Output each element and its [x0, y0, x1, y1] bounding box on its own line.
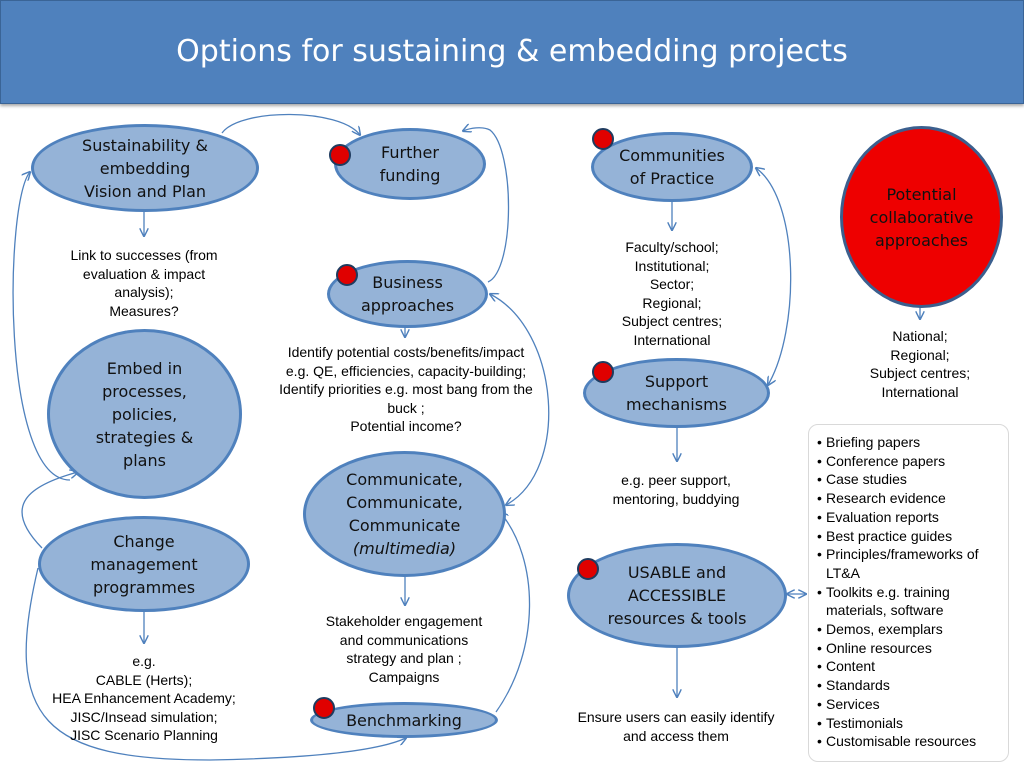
note-peer-support: e.g. peer support, mentoring, buddying: [612, 472, 740, 507]
resource-item: Toolkits e.g. training materials, softwa…: [817, 583, 1008, 620]
node-support-mechanisms[interactable]: Support mechanisms: [583, 358, 770, 428]
resource-item: Principles/frameworks of LT&A: [817, 545, 1008, 582]
marker-dot-support: [592, 361, 614, 383]
communicate-text: Communicate, Communicate, Communicate (mu…: [346, 468, 463, 560]
resource-item: Online resources: [817, 639, 1008, 658]
resource-item: Content: [817, 657, 1008, 676]
node-sustainability-vision[interactable]: Sustainability & embedding Vision and Pl…: [31, 124, 259, 212]
node-embed-processes[interactable]: Embed in processes, policies, strategies…: [47, 329, 242, 499]
resource-item: Research evidence: [817, 489, 1008, 508]
node-further-funding[interactable]: Further funding: [334, 128, 486, 200]
marker-dot-benchmarking: [313, 697, 335, 719]
arrow-sustain-to-funding: [221, 113, 360, 135]
marker-dot-business: [336, 264, 358, 286]
node-communicate[interactable]: Communicate, Communicate, Communicate (mu…: [303, 451, 506, 577]
note-collab-levels: National; Regional; Subject centres; Int…: [869, 328, 971, 400]
title-banner: [0, 0, 1024, 104]
resource-item: Conference papers: [817, 452, 1008, 471]
resource-item: Case studies: [817, 470, 1008, 489]
resource-item: Standards: [817, 676, 1008, 695]
resource-item: Best practice guides: [817, 527, 1008, 546]
node-change-management[interactable]: Change management programmes: [38, 516, 250, 612]
resource-item: Briefing papers: [817, 433, 1008, 452]
node-communities-of-practice[interactable]: Communities of Practice: [591, 132, 753, 202]
resources-list-box: Briefing papers Conference papers Case s…: [808, 424, 1009, 762]
resource-item: Services: [817, 695, 1008, 714]
note-link-successes: Link to successes (from evaluation & imp…: [70, 247, 218, 319]
arrow-change-to-embed: [21, 472, 78, 549]
arrow-benchmarking-to-communicate: [495, 512, 531, 713]
communicate-label: Communicate, Communicate, Communicate: [346, 470, 463, 535]
marker-dot-communities: [592, 128, 614, 150]
node-benchmarking[interactable]: Benchmarking: [310, 702, 498, 738]
arrow-embed-loop-to-sustain: [12, 172, 71, 481]
resources-list: Briefing papers Conference papers Case s…: [809, 425, 1008, 751]
slide-title: Options for sustaining & embedding proje…: [176, 34, 848, 69]
note-change-examples: e.g. CABLE (Herts); HEA Enhancement Acad…: [52, 653, 236, 743]
arrow-business-loop-to-funding: [463, 128, 510, 283]
arrow-business-to-communicate: [490, 294, 550, 505]
resource-item: Evaluation reports: [817, 508, 1008, 527]
node-usable-resources[interactable]: USABLE and ACCESSIBLE resources & tools: [567, 543, 787, 648]
resource-item: Demos, exemplars: [817, 620, 1008, 639]
marker-dot-usable: [577, 558, 599, 580]
resource-item: Testimonials: [817, 714, 1008, 733]
note-levels: Faculty/school; Institutional; Sector; R…: [621, 239, 723, 348]
arrow-support-to-communities: [756, 168, 792, 385]
communicate-multimedia: (multimedia): [352, 539, 457, 558]
note-ensure-access: Ensure users can easily identify and acc…: [577, 709, 775, 744]
resource-item: Customisable resources: [817, 732, 1008, 751]
node-collaborative-approaches[interactable]: Potential collaborative approaches: [840, 126, 1003, 308]
note-stakeholder: Stakeholder engagement and communication…: [325, 613, 483, 685]
arrow-change-loop-to-benchmarking: [25, 567, 406, 761]
marker-dot-funding: [329, 144, 351, 166]
note-costs-benefits: Identify potential costs/benefits/impact…: [279, 344, 533, 434]
